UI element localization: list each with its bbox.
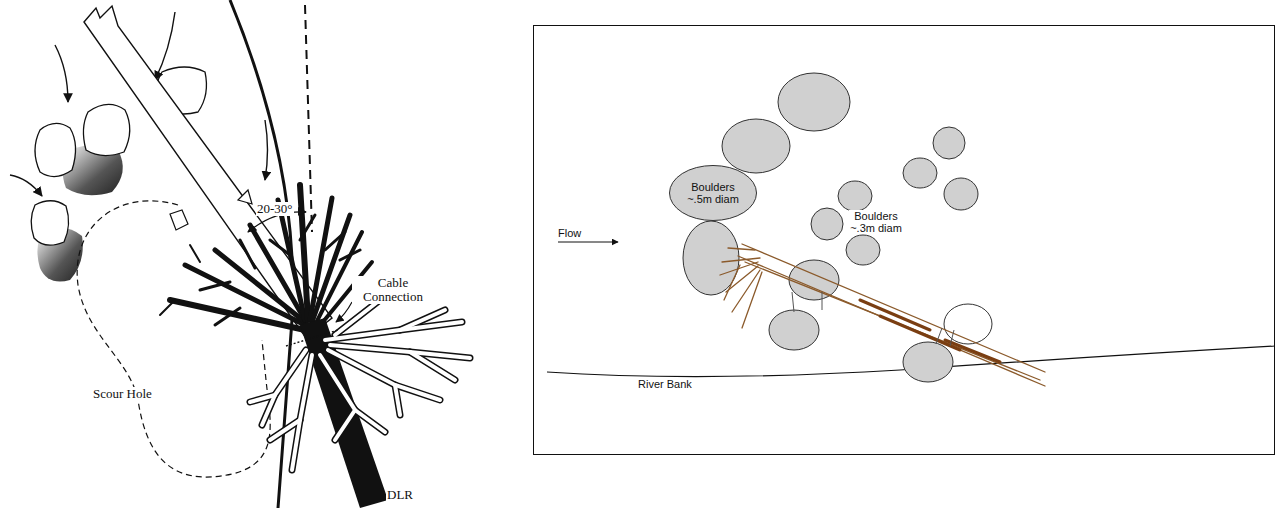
log-stub (170, 210, 188, 230)
callout-label: Cable Connection (352, 276, 434, 304)
region-label: Scour Hole (92, 387, 153, 401)
flow-label: Flow (557, 227, 582, 239)
dlr-crown (160, 185, 372, 330)
flow-arrow (558, 242, 618, 243)
cable (792, 292, 954, 346)
boulder-label: Boulders ~.3m diam (849, 210, 903, 234)
bank-label: River Bank (637, 378, 693, 390)
part-label: DLR (386, 488, 414, 502)
root-fill (250, 290, 470, 470)
boulder (83, 104, 129, 155)
log-stub (238, 190, 252, 204)
cable-line (286, 330, 338, 346)
angle-label: 20-30° (256, 202, 294, 216)
log-trunk (84, 6, 332, 338)
log (720, 244, 1045, 386)
scour-hole-outline (77, 201, 270, 477)
boulder (683, 73, 978, 382)
boulder-node: Boulders ~.5m diam (669, 165, 757, 221)
root-outline (250, 290, 470, 470)
flow-arrow (10, 12, 268, 196)
boulder (35, 123, 76, 176)
boulder-label: Boulders ~.5m diam (683, 181, 743, 205)
boulder (31, 201, 68, 245)
log-shading (860, 300, 1000, 362)
leader-line (336, 302, 352, 322)
dashed-line (305, 5, 312, 232)
panel-frame (534, 26, 1275, 455)
boulder (944, 304, 992, 344)
